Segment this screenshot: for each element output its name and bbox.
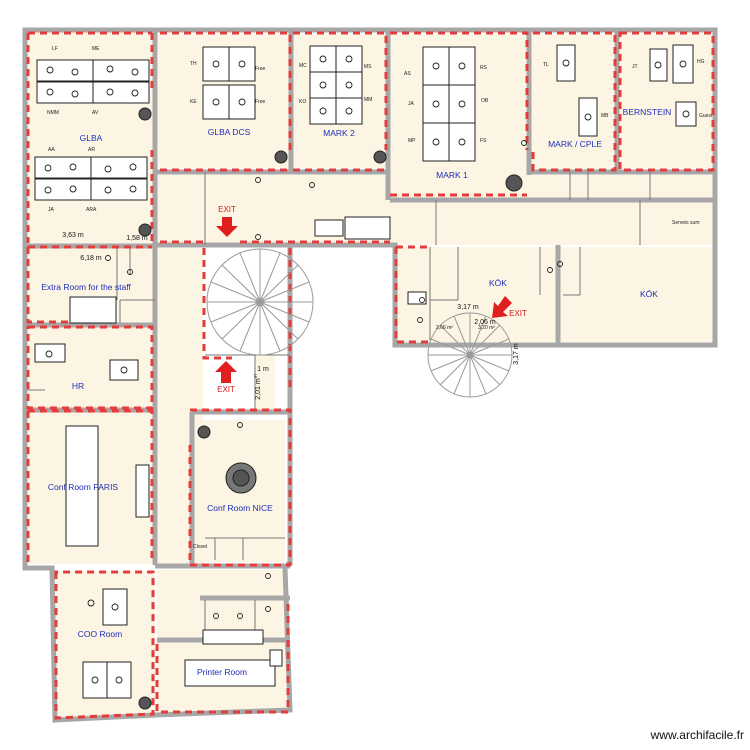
watermark: www.archifacile.fr	[650, 728, 744, 742]
room-label-conf-nice: Conf Room NICE	[207, 503, 273, 513]
area-label: 3,20 m²	[478, 325, 495, 331]
desk-label: AR	[88, 147, 95, 153]
desk-label: Free	[255, 66, 266, 72]
e-label: E	[254, 374, 258, 380]
desk-label: NMM	[47, 110, 59, 116]
desk-label: AA	[48, 147, 55, 153]
room-label-extra-room: Extra Room for the staff	[41, 282, 131, 292]
desk-label: AS	[404, 71, 411, 77]
desk-label: ME	[92, 46, 100, 52]
room-label-glba-dcs: GLBA DCS	[208, 127, 251, 137]
desk-label: KE	[190, 99, 197, 105]
furniture	[34, 44, 697, 699]
desk-label: MC	[299, 63, 307, 69]
desk-label: Guest	[699, 113, 713, 119]
desk-label: FS	[480, 138, 487, 144]
desk-label: JA	[408, 101, 415, 107]
desk-label: MP	[408, 138, 416, 144]
desk-label: HG	[697, 59, 705, 65]
dimension-label: 2,06 m	[474, 319, 496, 326]
dimension-label: 1,58 m	[126, 235, 148, 242]
room-outlines	[26, 31, 715, 720]
spiral-staircase-kitchen	[427, 312, 513, 398]
dimension-label: 3,63 m	[62, 232, 84, 239]
room-label-conf-paris: Conf Room PARIS	[48, 482, 119, 492]
dimension-label: 3,17 m	[457, 304, 479, 311]
room-label-kok-large: KÖK	[640, 289, 658, 299]
dimension-label: 3,17 m	[513, 343, 520, 365]
area-label: 2,66 m²	[436, 325, 453, 331]
desk-label: ARA	[86, 207, 97, 213]
room-label-mark-cple: MARK / CPLE	[548, 139, 602, 149]
desk-label: KO	[299, 99, 306, 105]
server-room-label: Serveis sum	[672, 220, 700, 226]
desk-label: OB	[481, 98, 489, 104]
desk-label: MM	[364, 97, 372, 103]
dimension-label: 2,01 m	[255, 378, 262, 400]
desk-label: MS	[364, 64, 372, 70]
exit-label: EXIT	[218, 205, 236, 214]
plant-icons	[138, 107, 523, 710]
room-label-hr: HR	[72, 381, 84, 391]
desk-label: JA	[48, 207, 55, 213]
desk-label: LF	[52, 46, 58, 52]
room-label-bernstein: BERNSTEIN	[623, 107, 672, 117]
thin-walls	[27, 172, 651, 640]
closet-label: Closet	[193, 544, 208, 550]
exit-label: EXIT	[217, 385, 235, 394]
exit-label: EXIT	[509, 309, 527, 318]
room-label-glba: GLBA	[80, 133, 103, 143]
chair-icons	[44, 55, 690, 684]
desk-label: TL	[543, 62, 549, 68]
exit-arrows	[215, 217, 512, 383]
desk-label: AV	[92, 110, 99, 116]
desk-label: MB	[601, 113, 609, 119]
room-label-printer: Printer Room	[197, 667, 247, 677]
desk-label: JT	[632, 64, 638, 70]
room-label-kok-small: KÖK	[489, 278, 507, 288]
desk-label: Free	[255, 99, 266, 105]
dimension-label: 6,18 m	[80, 255, 102, 262]
desk-label: RS	[480, 65, 488, 71]
dimension-label: 1 m	[257, 366, 269, 373]
room-label-coo: COO Room	[78, 629, 122, 639]
desk-label: TH	[190, 61, 197, 67]
room-label-mark2: MARK 2	[323, 128, 355, 138]
spiral-staircase-main	[206, 248, 314, 356]
room-label-mark1: MARK 1	[436, 170, 468, 180]
